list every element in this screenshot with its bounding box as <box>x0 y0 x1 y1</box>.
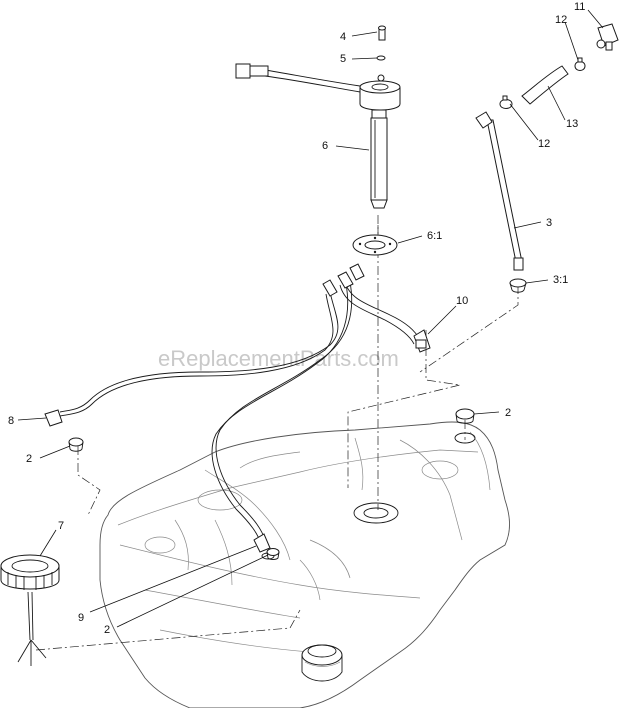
fuel-lines <box>59 263 421 545</box>
callout-2-lower: 2 <box>104 624 110 636</box>
callout-13: 13 <box>566 118 578 130</box>
callout-7: 7 <box>58 520 64 532</box>
callout-10: 10 <box>456 295 468 307</box>
vent-tube <box>475 111 524 271</box>
washer <box>376 55 386 61</box>
callout-6-1: 6:1 <box>427 230 442 242</box>
fuel-cap <box>0 554 60 666</box>
callout-5: 5 <box>340 53 346 65</box>
callout-8: 8 <box>8 415 14 427</box>
fitting-9 <box>253 533 271 553</box>
callout-6: 6 <box>322 140 328 152</box>
callout-12-lower: 12 <box>538 138 550 150</box>
callout-3: 3 <box>546 217 552 229</box>
callout-2-left: 2 <box>26 453 32 465</box>
grommet-left <box>68 437 84 452</box>
callout-12-upper: 12 <box>555 14 567 26</box>
hose <box>521 65 569 105</box>
sender-gasket <box>352 234 398 256</box>
screw <box>378 25 386 41</box>
leader-lines <box>17 9 604 628</box>
fuel-sender-assembly <box>235 63 401 209</box>
callout-3-1: 3:1 <box>553 274 568 286</box>
callouts: 4 5 6 6:1 11 12 12 13 3 3:1 10 8 2 2 7 9… <box>8 1 585 636</box>
hose-clamp-lower <box>499 95 513 109</box>
callout-11: 11 <box>574 1 585 13</box>
valve <box>596 23 619 51</box>
fitting-10 <box>413 329 431 353</box>
watermark: eReplacementParts.com <box>158 346 399 371</box>
fuel-tank <box>99 421 510 708</box>
fitting-8 <box>44 409 63 427</box>
grommet-lower <box>266 548 280 560</box>
callout-2-right: 2 <box>505 407 511 419</box>
callout-4: 4 <box>340 31 346 43</box>
callout-9: 9 <box>78 612 84 624</box>
hose-clamp-upper <box>574 57 586 71</box>
